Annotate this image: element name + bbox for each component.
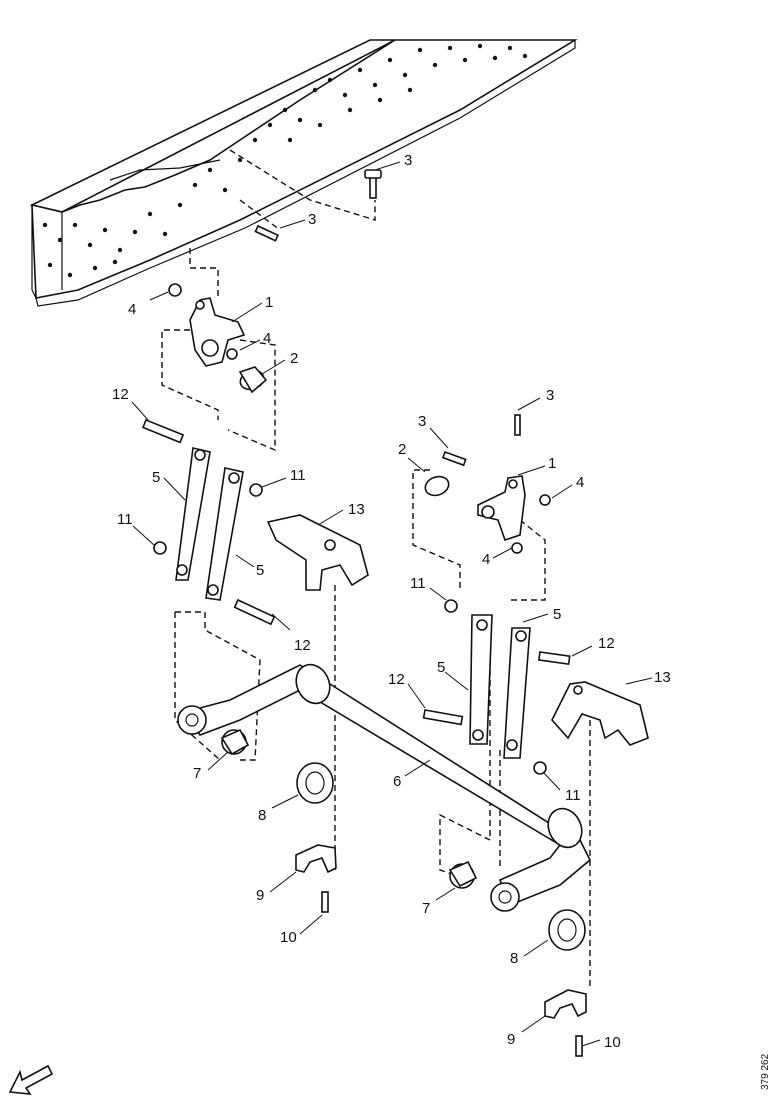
callout-1: 1 bbox=[548, 455, 556, 472]
callout-3: 3 bbox=[546, 387, 554, 404]
callout-12: 12 bbox=[112, 386, 129, 403]
callout-1: 1 bbox=[265, 294, 273, 311]
callout-6: 6 bbox=[393, 773, 401, 790]
callout-5: 5 bbox=[256, 562, 264, 579]
reference-code: 379 262 bbox=[760, 1053, 771, 1090]
bracket-right bbox=[477, 475, 526, 542]
chassis-frame-rail bbox=[29, 39, 578, 307]
callout-7: 7 bbox=[422, 900, 430, 917]
link-right-front bbox=[469, 614, 493, 745]
callout-10: 10 bbox=[280, 929, 297, 946]
clamp-left bbox=[295, 844, 337, 874]
callout-11: 11 bbox=[410, 575, 426, 592]
rubber-bush-right bbox=[548, 909, 586, 951]
bolt-clamp-right bbox=[575, 1035, 583, 1057]
bushing-right bbox=[424, 475, 450, 497]
callout-10: 10 bbox=[604, 1034, 621, 1051]
nut-left bbox=[168, 283, 238, 360]
callout-4: 4 bbox=[576, 474, 584, 491]
callout-9: 9 bbox=[507, 1031, 515, 1048]
callout-13: 13 bbox=[654, 669, 671, 686]
bolt-link-right bbox=[422, 651, 571, 726]
link-right-rear bbox=[503, 627, 531, 759]
callout-3: 3 bbox=[418, 413, 426, 430]
callout-12: 12 bbox=[598, 635, 615, 652]
callout-4: 4 bbox=[128, 301, 136, 318]
anti-roll-bar bbox=[177, 664, 591, 912]
callout-5: 5 bbox=[553, 606, 561, 623]
callout-12: 12 bbox=[294, 637, 311, 654]
bolt-link-left bbox=[141, 418, 276, 626]
callout-13: 13 bbox=[348, 501, 365, 518]
callout-12: 12 bbox=[388, 671, 405, 688]
callout-3: 3 bbox=[308, 211, 316, 228]
nut-link-right bbox=[444, 599, 547, 775]
callout-5: 5 bbox=[152, 469, 160, 486]
callout-11: 11 bbox=[117, 511, 133, 528]
bar-bushings bbox=[295, 663, 583, 849]
callout-4: 4 bbox=[482, 551, 490, 568]
callout-9: 9 bbox=[256, 887, 264, 904]
link-left-rear bbox=[205, 467, 244, 601]
callout-8: 8 bbox=[258, 807, 266, 824]
link-left-front bbox=[175, 447, 211, 581]
nut-right bbox=[511, 494, 551, 554]
clamp-right bbox=[544, 989, 587, 1019]
callout-8: 8 bbox=[510, 950, 518, 967]
leader-lines bbox=[131, 161, 653, 1047]
callout-5: 5 bbox=[437, 659, 445, 676]
callout-2: 2 bbox=[290, 350, 298, 367]
callout-11: 11 bbox=[290, 467, 306, 484]
mount-bracket-left bbox=[266, 514, 369, 591]
callout-labels: 3 3 4 1 4 2 12 5 11 11 5 13 12 3 3 2 1 4… bbox=[112, 152, 671, 1051]
callout-7: 7 bbox=[193, 765, 201, 782]
bolt-clamp-left bbox=[321, 891, 329, 913]
bracket-left bbox=[189, 297, 246, 367]
callout-11: 11 bbox=[565, 787, 581, 804]
bushing-left bbox=[238, 366, 268, 394]
mount-bracket-right bbox=[551, 681, 649, 746]
eye-bushing-left bbox=[220, 728, 250, 756]
callout-3: 3 bbox=[404, 152, 412, 169]
assembly-lines-upper-left bbox=[161, 149, 376, 870]
eye-bushing-right bbox=[448, 860, 478, 889]
bolt-right bbox=[441, 414, 521, 467]
callout-4: 4 bbox=[263, 330, 271, 347]
rubber-bush-left bbox=[296, 762, 334, 804]
bolt-left bbox=[254, 169, 382, 242]
nut-link-left bbox=[153, 483, 263, 555]
callout-2: 2 bbox=[398, 441, 406, 458]
direction-arrow-icon bbox=[8, 1064, 54, 1095]
